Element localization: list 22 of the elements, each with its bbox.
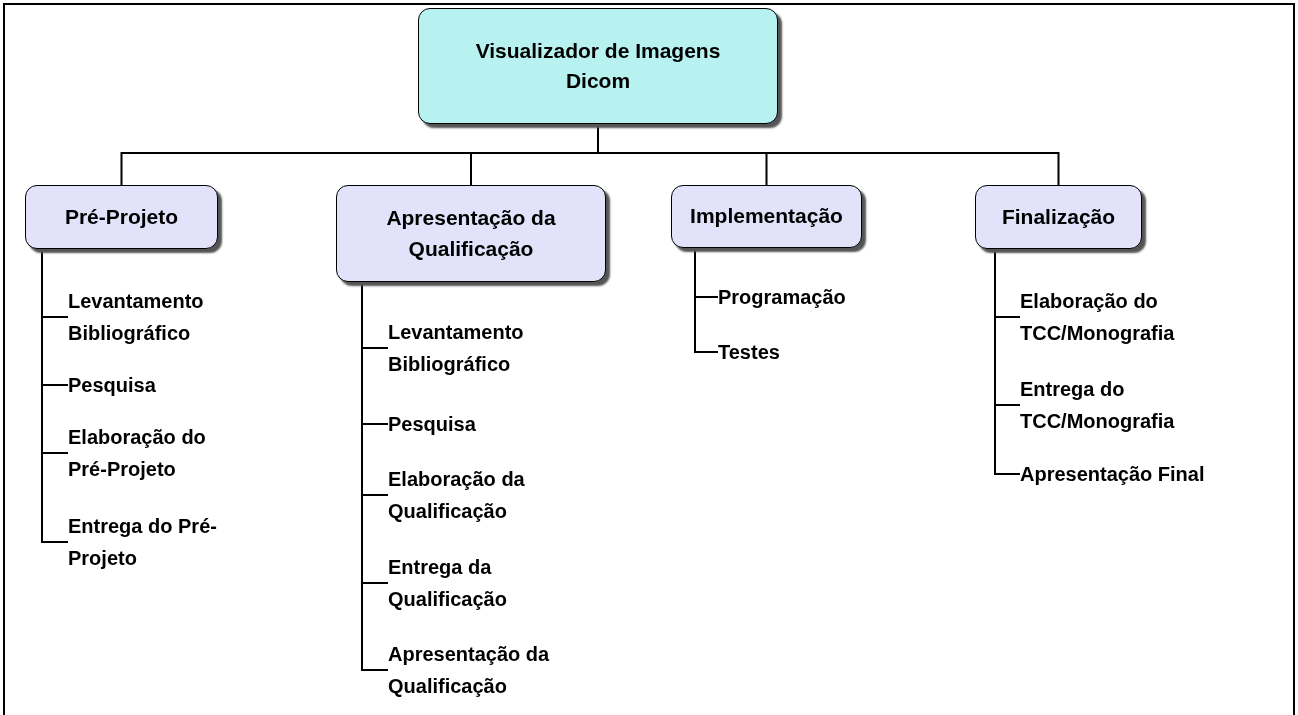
task-label: Programação — [718, 281, 938, 313]
task-label: Pesquisa — [68, 369, 243, 401]
task-label: Apresentação Final — [1020, 458, 1290, 490]
task-label: Entrega do Pré-Projeto — [68, 510, 243, 574]
phase-box: Implementação — [671, 185, 862, 248]
phase-box: Finalização — [975, 185, 1142, 249]
task-label: Pesquisa — [388, 408, 598, 440]
task-label: Elaboração do TCC/Monografia — [1020, 285, 1260, 349]
task-label: Apresentação da Qualificação — [388, 638, 628, 702]
phase-box: Apresentação da Qualificação — [336, 185, 606, 282]
connector-line — [994, 248, 1021, 475]
connector-line — [694, 247, 719, 353]
root-box: Visualizador de Imagens Dicom — [418, 8, 778, 124]
task-label: Elaboração da Qualificação — [388, 463, 598, 527]
task-label: Testes — [718, 336, 938, 368]
task-label: Entrega do TCC/Monografia — [1020, 373, 1260, 437]
connector-line — [41, 248, 69, 543]
phase-box: Pré-Projeto — [25, 185, 218, 249]
task-label: Levantamento Bibliográfico — [388, 316, 598, 380]
task-label: Levantamento Bibliográfico — [68, 285, 243, 349]
task-label: Elaboração do Pré-Projeto — [68, 421, 243, 485]
task-label: Entrega da Qualificação — [388, 551, 598, 615]
